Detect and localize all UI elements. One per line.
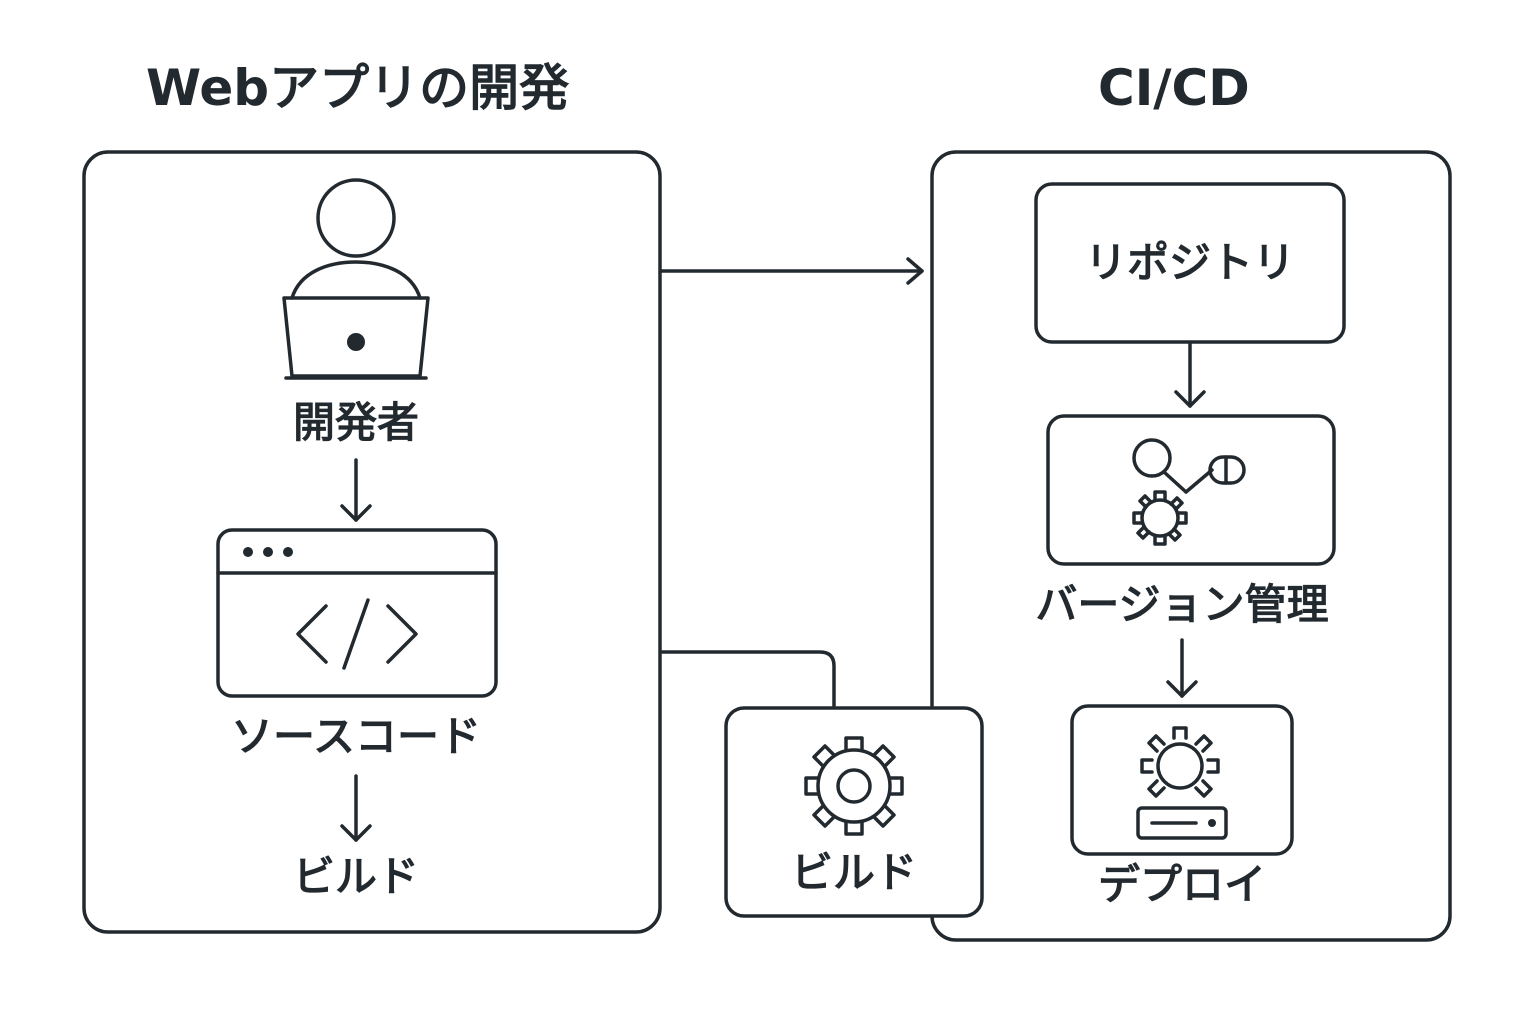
source-code-label: ソースコード <box>231 712 481 761</box>
web-dev-panel <box>82 150 662 934</box>
deploy-box <box>1070 704 1294 856</box>
repository-label: リポジトリ <box>1084 238 1295 287</box>
arrow-source-to-build <box>340 774 372 842</box>
arrow-version-control-to-deploy <box>1166 638 1198 698</box>
deploy-icon <box>1136 726 1228 840</box>
gear-icon <box>804 736 904 836</box>
cicd-panel <box>930 150 1452 942</box>
build-box-label: ビルド <box>790 848 917 897</box>
version-control-box <box>1046 414 1336 566</box>
source-code-window-icon <box>216 528 498 698</box>
developer-label: 開発者 <box>292 398 419 447</box>
web-dev-title: Webアプリの開発 <box>146 59 570 117</box>
build-box <box>724 706 984 918</box>
connector-to-build-box <box>660 650 836 710</box>
build-step-label: ビルド <box>292 852 419 901</box>
arrow-dev-to-cicd <box>660 257 924 285</box>
version-control-label: バージョン管理 <box>1035 580 1329 629</box>
version-control-icon <box>1132 438 1246 546</box>
arrow-repo-to-version-control <box>1174 342 1206 408</box>
repository-box <box>1034 182 1346 344</box>
deploy-label: デプロイ <box>1097 860 1266 909</box>
developer-icon <box>282 178 430 380</box>
arrow-developer-to-source <box>340 458 372 522</box>
cicd-title: CI/CD <box>1098 59 1250 117</box>
